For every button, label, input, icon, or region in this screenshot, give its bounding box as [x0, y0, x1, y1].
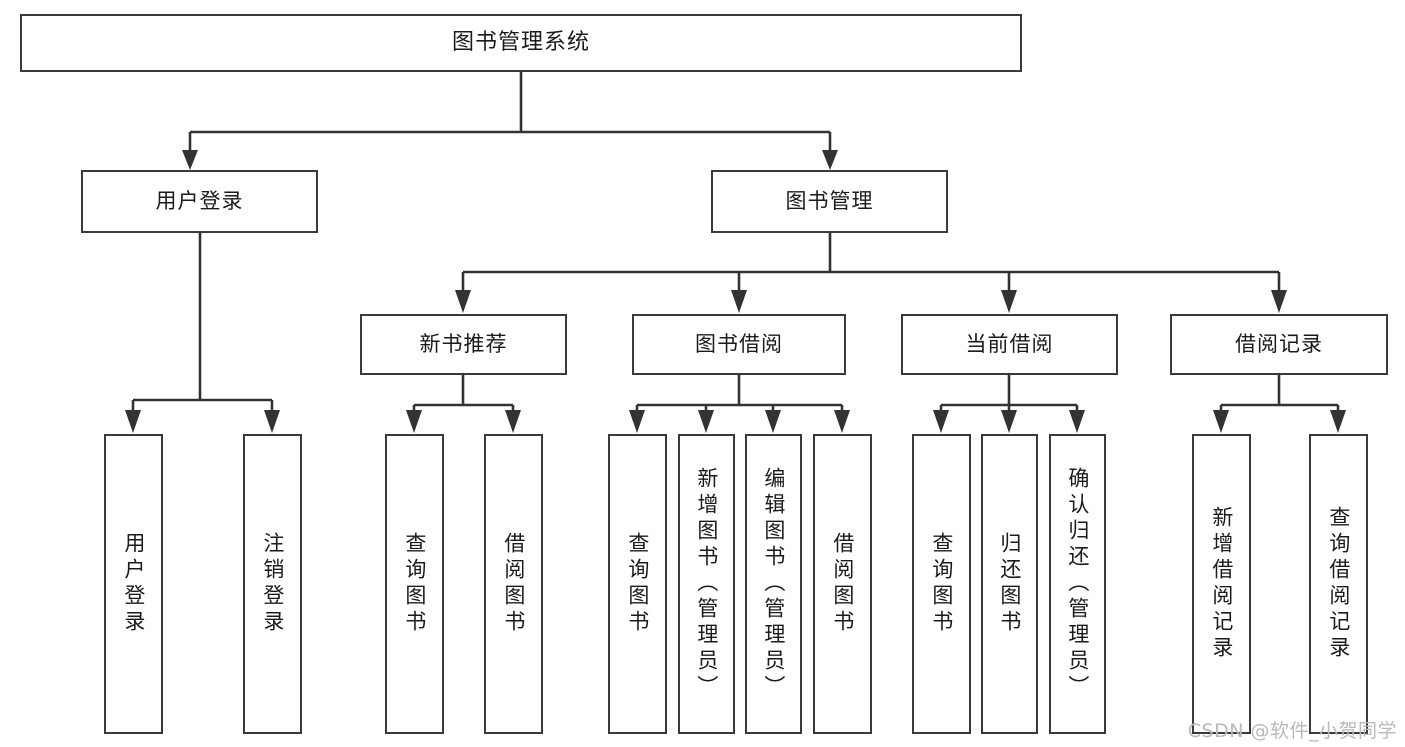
node-label: 注销登录: [260, 532, 285, 636]
node-label: 图书借阅: [695, 332, 783, 357]
node-label: 新增图书（管理员）: [694, 467, 719, 701]
arrow-return-book: [1001, 410, 1017, 433]
node-label: 查询图书: [402, 532, 427, 636]
node-book-borrow[interactable]: 图书借阅: [632, 314, 846, 375]
node-label: 确认归还（管理员）: [1065, 467, 1090, 701]
arrow-add-book: [698, 410, 714, 433]
arrow-borrow-book-1: [505, 410, 521, 433]
leaf-query-borrow-record[interactable]: 查询借阅记录: [1309, 434, 1368, 734]
node-label: 当前借阅: [965, 332, 1054, 357]
node-label: 借阅图书: [830, 532, 855, 636]
node-user-login[interactable]: 用户登录: [81, 170, 318, 233]
node-label: 归还图书: [997, 532, 1022, 636]
arrow-query-book-3: [933, 410, 949, 433]
node-label: 用户登录: [155, 189, 244, 214]
leaf-query-book-current[interactable]: 查询图书: [912, 434, 971, 734]
node-label: 查询图书: [929, 532, 954, 636]
arrow-book-manage: [822, 150, 838, 170]
arrow-new-book-recommend: [455, 290, 471, 313]
leaf-confirm-return-admin[interactable]: 确认归还（管理员）: [1049, 434, 1106, 734]
node-label: 借阅图书: [501, 532, 526, 636]
arrow-add-record: [1213, 410, 1229, 433]
node-label: 查询图书: [625, 532, 650, 636]
leaf-borrow-book-recommend[interactable]: 借阅图书: [484, 434, 543, 734]
csdn-watermark: CSDN @软件_小贺同学: [1187, 720, 1397, 742]
node-label: 查询借阅记录: [1326, 506, 1351, 662]
node-new-book-recommend[interactable]: 新书推荐: [360, 314, 567, 375]
arrow-user-login: [182, 150, 198, 170]
arrow-book-borrow: [731, 290, 747, 313]
node-borrow-record[interactable]: 借阅记录: [1170, 314, 1388, 375]
arrow-query-record: [1330, 410, 1346, 433]
node-label: 新书推荐: [419, 332, 508, 357]
arrow-confirm-return: [1069, 410, 1085, 433]
node-label: 新增借阅记录: [1209, 506, 1234, 662]
node-label: 编辑图书（管理员）: [761, 467, 786, 701]
node-label: 图书管理系统: [451, 30, 590, 56]
node-current-borrow[interactable]: 当前借阅: [901, 314, 1118, 375]
node-book-manage[interactable]: 图书管理: [711, 170, 948, 233]
arrow-borrow-record: [1271, 290, 1287, 313]
node-label: 图书管理: [785, 189, 874, 214]
arrow-borrow-book-2: [834, 410, 850, 433]
leaf-add-book-admin[interactable]: 新增图书（管理员）: [678, 434, 735, 734]
leaf-edit-book-admin[interactable]: 编辑图书（管理员）: [745, 434, 802, 734]
arrow-query-book-2: [629, 410, 645, 433]
leaf-user-login[interactable]: 用户登录: [104, 434, 163, 734]
node-label: 借阅记录: [1235, 332, 1323, 357]
arrow-leaf-logout: [264, 410, 280, 433]
arrow-leaf-user-login: [125, 410, 141, 433]
arrow-current-borrow: [1001, 290, 1017, 313]
leaf-borrow-book-borrow[interactable]: 借阅图书: [813, 434, 872, 734]
node-root-book-management-system[interactable]: 图书管理系统: [20, 14, 1022, 72]
node-label: 用户登录: [121, 532, 146, 636]
leaf-query-book-recommend[interactable]: 查询图书: [385, 434, 444, 734]
leaf-add-borrow-record[interactable]: 新增借阅记录: [1192, 434, 1251, 734]
arrow-query-book-1: [406, 410, 422, 433]
leaf-return-book[interactable]: 归还图书: [981, 434, 1038, 734]
leaf-query-book-borrow[interactable]: 查询图书: [608, 434, 667, 734]
leaf-logout-login[interactable]: 注销登录: [243, 434, 302, 734]
arrow-edit-book: [765, 410, 781, 433]
